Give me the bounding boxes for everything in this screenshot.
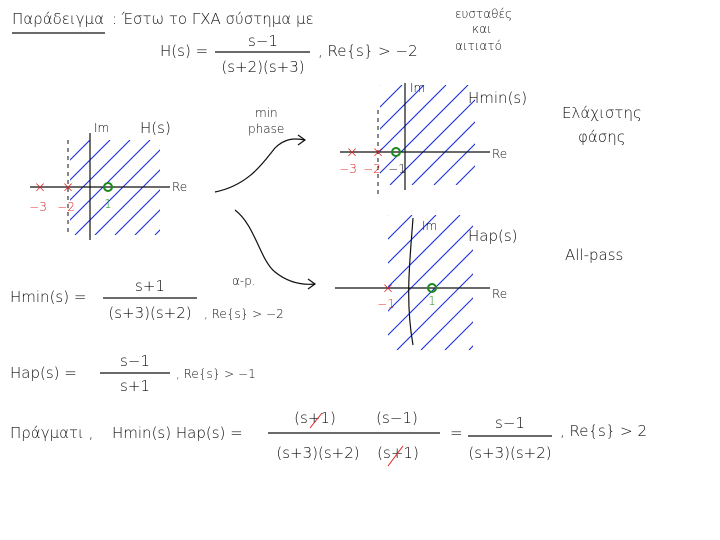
hap-roc: , Re{s} > −1 — [176, 367, 256, 381]
pole-marker: × — [372, 143, 385, 161]
im-label: Im — [94, 121, 109, 135]
hap-denominator: s+1 — [120, 377, 150, 395]
hatch-line — [380, 85, 447, 152]
zero-label: −1 — [388, 162, 406, 176]
hmin-denominator: (s+3)(s+2) — [108, 304, 191, 322]
plot-title: Hap(s) — [468, 227, 518, 245]
hatch-line — [388, 225, 473, 312]
hatch-line — [420, 297, 473, 350]
pole-label: −2 — [57, 200, 75, 214]
pole-label: −1 — [377, 297, 395, 311]
hap-numerator: s−1 — [120, 352, 150, 370]
result-roc: , Re{s} > 2 — [560, 422, 647, 440]
zero-label: 1 — [104, 197, 112, 211]
hatch-line — [70, 140, 91, 161]
hatch-line — [380, 85, 403, 108]
plot-title: Hmin(s) — [468, 89, 527, 107]
result-numerator: s−1 — [495, 414, 525, 432]
hmin-numerator: s+1 — [135, 277, 165, 295]
plot-title: H(s) — [140, 119, 171, 137]
arrowhead-icon — [307, 278, 317, 290]
h-roc: , Re{s} > −2 — [318, 42, 418, 60]
hatch-line — [70, 140, 111, 181]
roc-hatching — [388, 215, 473, 350]
result-denominator: (s+3)(s+2) — [468, 444, 551, 462]
hap-lhs: Hap(s) = — [10, 364, 77, 382]
hmin-roc: , Re{s} > −2 — [204, 307, 284, 321]
all-pass-desc: All-pass — [565, 246, 623, 264]
pole-zero-plot-hmin: Im Re Hmin(s) × × −3 −2 −1 — [339, 81, 527, 195]
note-causal: αιτιατό — [455, 39, 502, 53]
hatch-line — [411, 121, 475, 185]
arrow-label: α-p. — [232, 274, 256, 288]
intro-text: : Έστω το ΓΧΑ σύστημα με — [112, 10, 314, 28]
hatch-line — [380, 85, 425, 130]
hatch-line — [389, 99, 475, 185]
hatch-line — [388, 249, 473, 336]
hatch-line — [114, 189, 160, 235]
hatch-line — [444, 321, 473, 350]
pole-marker: × — [382, 279, 395, 297]
pole-marker: × — [62, 178, 75, 196]
pole-zero-plot-h: Im Re H(s) × × −3 −2 1 — [29, 119, 187, 240]
pole-label: −3 — [339, 162, 357, 176]
product-num2: (s−1) — [376, 409, 418, 427]
arrow-label: phase — [248, 122, 284, 136]
pole-label: −3 — [29, 200, 47, 214]
zero-marker — [391, 147, 401, 157]
roc-hatching — [70, 140, 160, 235]
im-label: Im — [410, 81, 425, 95]
arrow-all-pass — [234, 209, 316, 285]
cancel-strike — [387, 445, 404, 467]
hatch-line — [380, 85, 469, 174]
re-label: Re — [492, 147, 507, 161]
min-phase-desc: Ελάχιστης — [562, 104, 642, 122]
arrowhead-icon — [297, 134, 307, 146]
h-lhs: H(s) = — [160, 42, 208, 60]
hatch-line — [455, 165, 475, 185]
hatch-line — [134, 209, 160, 235]
arrow-min-phase — [214, 138, 306, 193]
pole-marker: × — [34, 178, 47, 196]
hatch-line — [388, 215, 437, 264]
zero-marker — [103, 182, 113, 192]
hatch-line — [388, 215, 461, 288]
h-numerator: s−1 — [248, 32, 278, 50]
pole-marker: × — [346, 143, 359, 161]
im-axis — [408, 217, 414, 346]
zero-marker — [427, 283, 437, 293]
pole-label: −2 — [363, 162, 381, 176]
im-label: Im — [422, 219, 437, 233]
note-stable: ευσταθές — [455, 7, 512, 21]
note-and: και — [472, 22, 492, 36]
product-den1: (s+3)(s+2) — [276, 444, 359, 462]
hatch-line — [388, 215, 413, 240]
example-heading: Παράδειγμα — [12, 10, 104, 28]
re-label: Re — [492, 287, 507, 301]
product-num1: (s+1) — [294, 409, 336, 427]
zero-label: 1 — [428, 294, 436, 308]
re-label: Re — [172, 180, 187, 194]
h-denominator: (s+2)(s+3) — [221, 58, 304, 76]
min-phase-desc: φάσης — [578, 128, 626, 146]
roc-hatching — [380, 85, 475, 185]
indeed-text: Πράγματι , — [10, 424, 93, 442]
hatch-line — [396, 273, 473, 350]
hatch-line — [388, 215, 389, 216]
pole-zero-plot-hap: Im Re Hap(s) × −1 1 — [335, 215, 518, 350]
hatch-line — [433, 143, 475, 185]
arrow-label: min — [255, 106, 278, 120]
cancel-strike — [309, 412, 323, 429]
product-lhs: Hmin(s) Hap(s) = — [112, 424, 243, 442]
hmin-lhs: Hmin(s) = — [10, 288, 86, 306]
equals-sign: = — [450, 424, 463, 442]
